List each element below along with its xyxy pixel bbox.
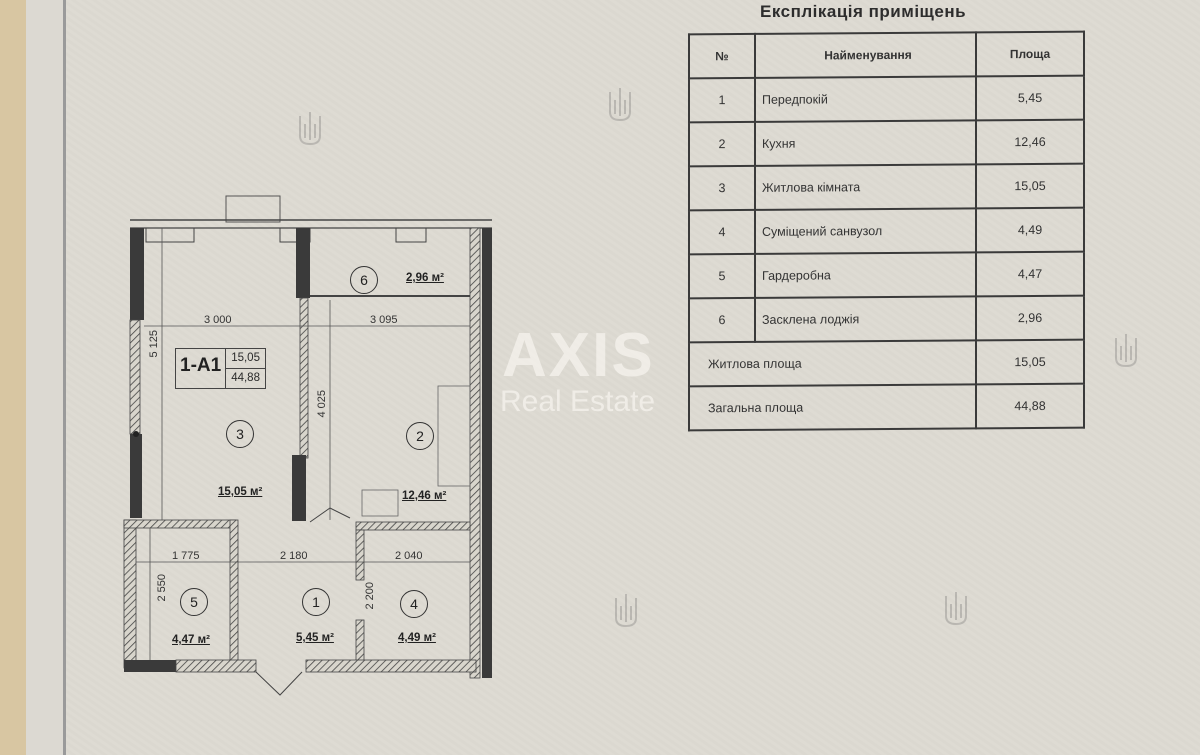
row-area: 2,96 <box>976 295 1084 341</box>
dimension-room3-height: 5 125 <box>148 330 160 358</box>
dimension-room5-height: 2 550 <box>156 574 168 602</box>
table-header-row: № Найменування Площа <box>689 31 1084 79</box>
row-area: 4,49 <box>976 207 1084 253</box>
room-1-marker: 1 <box>302 588 330 616</box>
sheet-margin <box>26 0 66 755</box>
row-name: Кухня <box>755 120 976 166</box>
unit-total-area: 44,88 <box>231 372 260 384</box>
floor-plan: 3 000 3 095 5 125 4 025 1 775 2 180 2 04… <box>120 190 500 710</box>
trident-watermark-icon <box>1115 334 1137 368</box>
room-5-area: 4,47 м² <box>172 634 210 646</box>
summary-row-total-area: Загальна площа 44,88 <box>689 383 1084 431</box>
table-row: 2 Кухня 12,46 <box>689 119 1084 167</box>
row-area: 5,45 <box>976 75 1084 121</box>
floor-plan-drawing <box>123 195 492 696</box>
row-area: 12,46 <box>976 119 1084 165</box>
dimension-room5-width: 1 775 <box>172 550 200 562</box>
table-row: 1 Передпокій 5,45 <box>689 75 1084 123</box>
unit-code: 1-A1 <box>176 349 227 388</box>
table-row: 5 Гардеробна 4,47 <box>689 251 1084 299</box>
room-1-area: 5,45 м² <box>296 632 334 644</box>
dimension-corridor-height: 2 200 <box>364 582 376 610</box>
trident-watermark-icon <box>609 88 631 122</box>
summary-area: 44,88 <box>976 383 1084 429</box>
room-3-area: 15,05 м² <box>218 486 263 498</box>
header-number: № <box>689 33 755 79</box>
table-row: 4 Суміщений санвузол 4,49 <box>689 207 1084 255</box>
axis-watermark: AXIS Real Estate <box>500 321 656 418</box>
row-name: Суміщений санвузол <box>755 208 976 254</box>
row-area: 15,05 <box>976 163 1084 209</box>
dimension-room2-width: 3 095 <box>370 314 398 326</box>
room-5-marker: 5 <box>180 588 208 616</box>
row-number: 4 <box>689 209 755 255</box>
row-name: Засклена лоджія <box>755 296 976 342</box>
room-2-marker: 2 <box>406 422 434 450</box>
watermark-brand: AXIS <box>502 321 655 390</box>
room-6-marker: 6 <box>350 266 378 294</box>
room-4-marker: 4 <box>400 590 428 618</box>
row-number: 1 <box>689 77 755 123</box>
background-edge <box>0 0 26 755</box>
row-number: 6 <box>689 297 755 343</box>
header-name: Найменування <box>755 32 976 78</box>
summary-label: Житлова площа <box>689 340 976 387</box>
summary-area: 15,05 <box>976 339 1084 385</box>
summary-label: Загальна площа <box>689 384 976 431</box>
dimension-room3-width: 3 000 <box>204 314 232 326</box>
row-number: 3 <box>689 165 755 211</box>
dimension-room2-height: 4 025 <box>316 390 328 418</box>
row-number: 2 <box>689 121 755 167</box>
trident-watermark-icon <box>615 594 637 628</box>
trident-watermark-icon <box>945 592 967 626</box>
dimension-room4-width: 2 040 <box>395 550 423 562</box>
sheet-border-line <box>63 0 66 755</box>
table-row: 6 Засклена лоджія 2,96 <box>689 295 1084 343</box>
row-name: Передпокій <box>755 76 976 122</box>
table-row: 3 Житлова кімната 15,05 <box>689 163 1084 211</box>
room-3-marker: 3 <box>226 420 254 448</box>
unit-tag: 1-A1 15,05 44,88 <box>175 348 266 389</box>
room-4-area: 4,49 м² <box>398 632 436 644</box>
header-area: Площа <box>976 31 1084 77</box>
room-6-area: 2,96 м² <box>406 272 444 284</box>
explication-title: Експлікація приміщень <box>760 2 967 21</box>
summary-row-living-area: Житлова площа 15,05 <box>689 339 1084 387</box>
explication-table: № Найменування Площа 1 Передпокій 5,45 2… <box>688 31 1085 432</box>
row-name: Гардеробна <box>755 252 976 298</box>
row-number: 5 <box>689 253 755 299</box>
row-name: Житлова кімната <box>755 164 976 210</box>
document-sheet <box>66 0 1200 755</box>
dimension-room1-width: 2 180 <box>280 550 308 562</box>
unit-living-area: 15,05 <box>226 349 265 369</box>
row-area: 4,47 <box>976 251 1084 297</box>
room-2-area: 12,46 м² <box>402 490 447 502</box>
trident-watermark-icon <box>299 112 321 146</box>
watermark-subtitle: Real Estate <box>500 385 656 418</box>
